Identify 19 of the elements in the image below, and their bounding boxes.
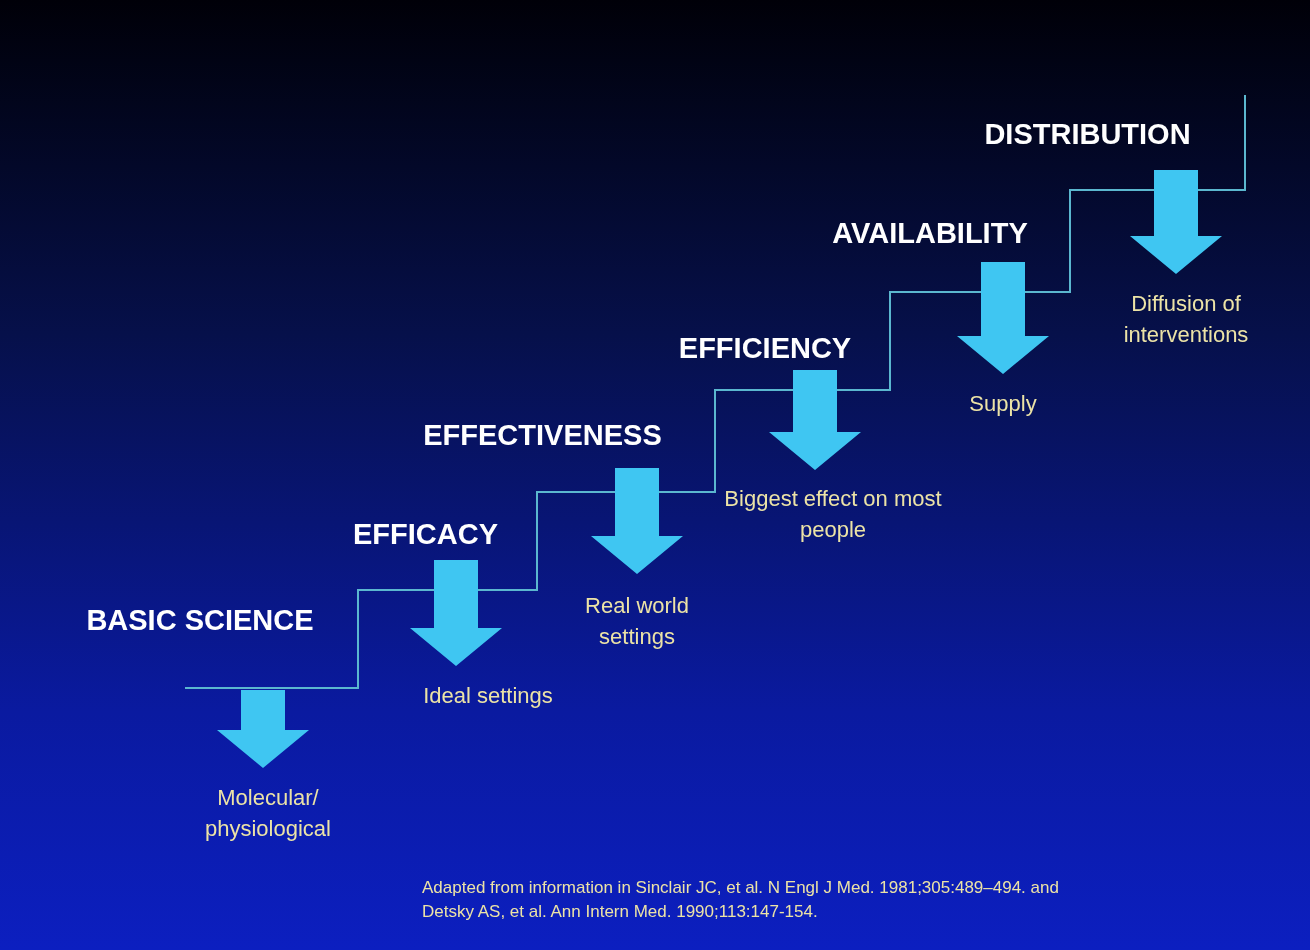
stage-description: Molecular/ physiological [168, 782, 368, 844]
citation-note: Adapted from information in Sinclair JC, et al. N Engl J Med. 1981;305:489–494. and Detsky AS, et al. Ann Intern Med. 1990;113:147-154. [422, 877, 1060, 923]
down-arrow [217, 690, 309, 768]
stage-description: Ideal settings [410, 680, 566, 711]
stage-heading: BASIC SCIENCE [40, 602, 360, 638]
down-arrow [591, 468, 683, 574]
stage-heading: EFFICACY [318, 516, 533, 552]
stage-heading: EFFECTIVENESS [375, 417, 710, 453]
stage-heading: EFFICIENCY [640, 330, 890, 366]
stage-description: Real world settings [562, 590, 712, 652]
down-arrow [410, 560, 502, 666]
stage-description: Diffusion of interventions [1106, 288, 1266, 350]
down-arrow [957, 262, 1049, 374]
stage-description: Supply [943, 388, 1063, 419]
stage-heading: AVAILABILITY [790, 215, 1070, 251]
stage-heading: DISTRIBUTION [940, 116, 1235, 152]
stage-description: Biggest effect on most people [712, 483, 954, 545]
down-arrow [769, 370, 861, 470]
down-arrow [1130, 170, 1222, 274]
